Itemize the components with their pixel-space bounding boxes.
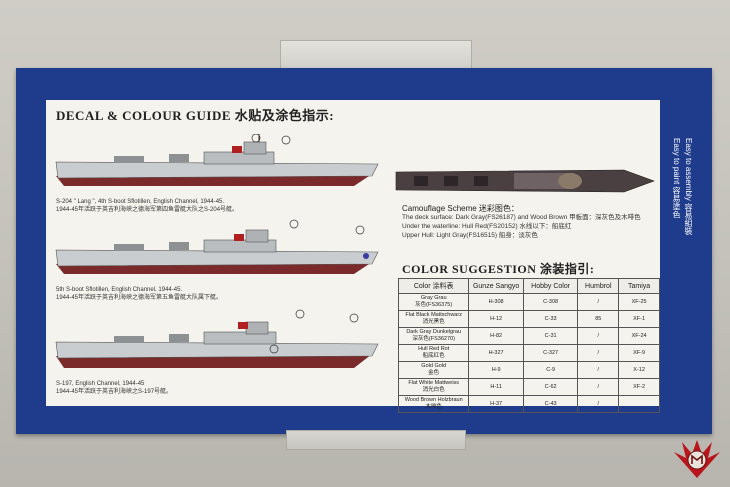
tamiya-cell [618,395,660,413]
gunze-cell: H-82 [468,327,524,345]
ship-caption-2: 5th S-boot Sflotillen, English Channel, … [56,286,222,302]
caption-en: 5th S-boot Sflotillen, English Channel, … [56,287,183,293]
gunze-cell: H-37 [468,395,524,413]
ship-profile-3 [55,309,379,368]
gunze-cell: H-11 [468,378,524,396]
tamiya-cell: XF-25 [618,293,660,311]
box-side-slogans: Easy to assembly 容易組裝 Easy to paint 容易塗色 [664,138,694,408]
table-row: Gray Grau 灰色(FS36375) H-308 C-308 / XF-2… [397,293,660,311]
table-row: Gold Gold 金色 H-9 C-9 / X-12 [397,361,660,379]
gunze-cell: H-12 [468,310,524,328]
caption-cn: 1944-45年活跃于英吉利海峡之德海军第四鱼雷艇大队之S-204号艇。 [56,207,239,213]
caption-cn: 1944-45年活跃于英吉利海峡之S-197号艇。 [56,389,173,395]
color-name-cell: Hull Red Rot 船底红色 [397,344,470,362]
color-name-cn: 深灰色(FS36270) [412,336,455,342]
instruction-panel: DECAL & COLOUR GUIDE 水贴及涂色指示: S-204 " La… [46,100,660,413]
humbrol-cell: / [577,395,620,413]
tamiya-cell: XF-9 [618,344,660,362]
color-name-cell: Gold Gold 金色 [397,361,470,379]
humbrol-cell: 85 [577,310,620,328]
humbrol-cell: / [577,344,620,362]
gunze-cell: H-327 [468,344,524,362]
color-name-cn: 金色 [428,370,440,376]
color-name-cn: 灰色(FS36375) [415,302,453,308]
hobby-cell: C-327 [522,344,579,362]
color-name-cell: Gray Grau 灰色(FS36375) [397,293,470,311]
model-kit-box: DECAL & COLOUR GUIDE 水贴及涂色指示: S-204 " La… [16,68,712,434]
color-name: Wood Brown Holzbraun [404,397,463,403]
caption-cn: 1944-45年活跃于英吉利海峡之德海军第五鱼雷艇大队属下艇。 [56,295,223,301]
color-suggestion-title: COLOR SUGGESTION 涂装指引: [402,262,595,276]
color-name: Hull Red Rot [418,346,450,352]
color-name: Gray Grau [420,295,447,301]
tamiya-cell: X-12 [618,361,660,379]
hobby-cell: C-62 [522,378,579,396]
color-name: Flat Black Mattschwarz [405,312,462,318]
table-row: Flat Black Mattschwarz 消光黑色 H-12 C-33 85… [397,310,660,328]
caption-en: S-204 " Lang ", 4th S-boot Sflotillen, E… [56,199,225,205]
column-header: Humbrol [577,278,620,294]
hobby-cell: C-9 [522,361,579,379]
ship-top-view [395,169,655,193]
tamiya-cell: XF-2 [618,378,660,396]
table-row: Flat White Mattweiss 消光白色 H-11 C-62 / XF… [397,378,660,396]
table-header-row: Color 涂料表 Gunze Sangyo Hobby Color Humbr… [397,278,660,294]
color-name: Flat White Mattweiss [408,380,460,386]
camouflage-line: Upper Hull: Light Gray(FS16515) 船身：淡灰色 [402,232,538,239]
hobby-cell: C-31 [522,327,579,345]
ship-profile-1 [55,134,379,186]
color-name-cell: Flat Black Mattschwarz 消光黑色 [397,310,470,328]
color-suggestion-table: Color 涂料表 Gunze Sangyo Hobby Color Humbr… [397,278,660,413]
slogan-line: Easy to assembly 容易組裝 [684,138,693,235]
tamiya-cell: XF-24 [618,327,660,345]
camouflage-line: The deck surface: Dark Gray(FS26187) and… [402,214,641,221]
color-name-cn: 船底红色 [422,353,445,359]
hobby-cell: C-43 [522,395,579,413]
column-header: Color 涂料表 [397,278,470,294]
color-name-cn: 消光黑色 [422,319,445,325]
gunze-cell: H-308 [468,293,524,311]
color-name: Gold Gold [421,363,447,369]
slogan-line: Easy to paint 容易塗色 [672,138,681,219]
ship-caption-1: S-204 " Lang ", 4th S-boot Sflotillen, E… [56,198,238,214]
color-name-cell: Wood Brown Holzbraun 木啡色 [397,395,470,413]
display-stand-base [286,430,466,450]
humbrol-cell: / [577,327,620,345]
caption-en: S-197, English Channel, 1944-45 [56,381,145,387]
color-name-cn: 木啡色 [425,404,442,410]
humbrol-cell: / [577,361,620,379]
color-name-cell: Flat White Mattweiss 消光白色 [397,378,470,396]
ship-profile-2 [55,219,379,274]
column-header: Tamiya [618,278,660,294]
camouflage-heading: Camouflage Scheme 迷彩图色： [402,204,519,213]
color-name-cell: Dark Gray Dunkelgrau 深灰色(FS36270) [397,327,470,345]
table-row: Dark Gray Dunkelgrau 深灰色(FS36270) H-82 C… [397,327,660,345]
camouflage-scheme: Camouflage Scheme 迷彩图色： The deck surface… [402,204,641,240]
column-header: Gunze Sangyo [468,278,524,294]
color-name: Dark Gray Dunkelgrau [406,329,462,335]
humbrol-cell: / [577,378,620,396]
humbrol-cell: / [577,293,620,311]
tamiya-cell: XF-1 [618,310,660,328]
color-name-cn: 消光白色 [422,387,445,393]
watermark-logo-icon [674,440,720,478]
hobby-cell: C-33 [522,310,579,328]
camouflage-line: Under the waterline: Hull Red(FS20152) 水… [402,223,572,230]
hobby-cell: C-308 [522,293,579,311]
gunze-cell: H-9 [468,361,524,379]
guide-title: DECAL & COLOUR GUIDE 水贴及涂色指示: [56,108,335,123]
ship-caption-3: S-197, English Channel, 1944-45 1944-45年… [56,380,172,396]
column-header: Hobby Color [522,278,579,294]
table-row: Hull Red Rot 船底红色 H-327 C-327 / XF-9 [397,344,660,362]
table-row: Wood Brown Holzbraun 木啡色 H-37 C-43 / [397,395,660,413]
